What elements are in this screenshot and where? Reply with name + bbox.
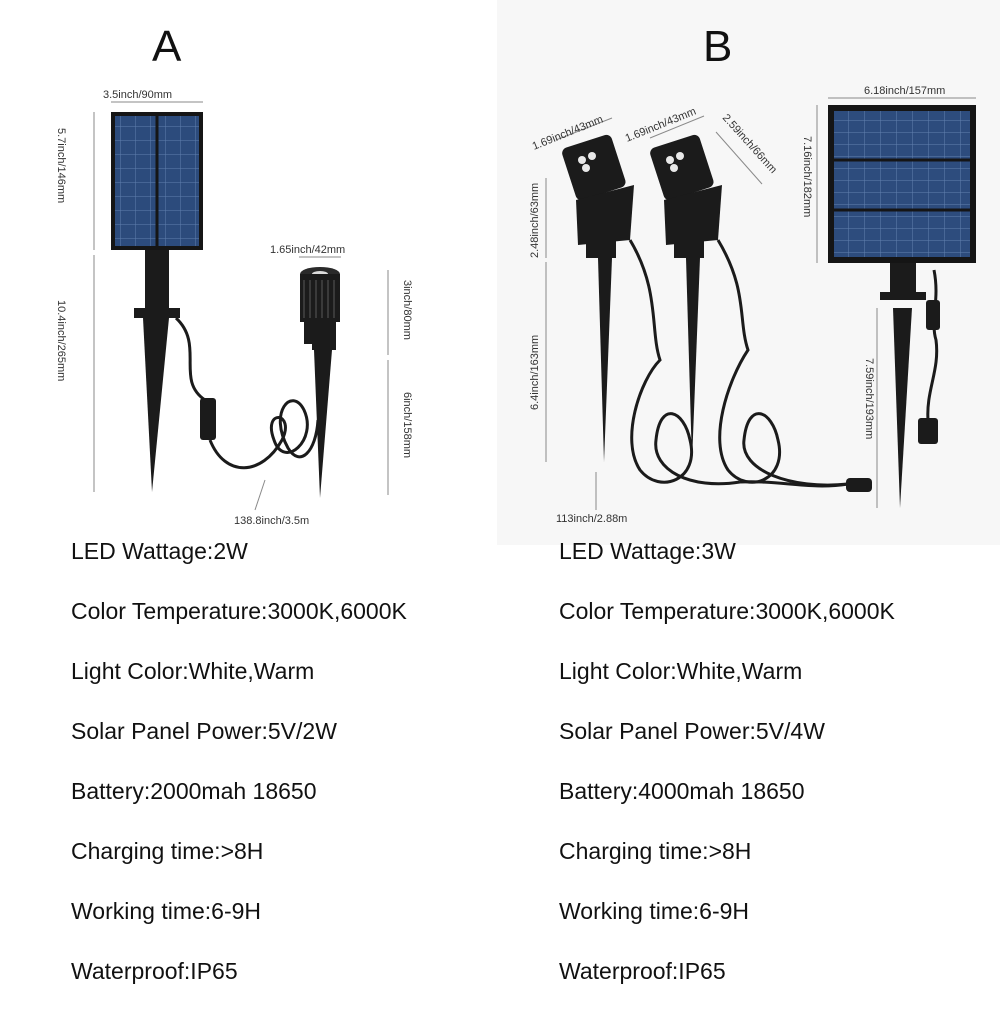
variant-b-lamp-head-height: 2.48inch/63mm (529, 183, 541, 258)
variant-a-lamp-width: 1.65inch/42mm (270, 244, 345, 256)
variant-b-spec-battery: Battery:4000mah 18650 (559, 778, 805, 804)
variant-a-stake-height: 10.4inch/265mm (55, 300, 67, 381)
variant-b-spec-list: LED Wattage:3W Color Temperature:3000K,6… (559, 530, 895, 1010)
variant-a-panel-height: 5.7inch/146mm (55, 128, 67, 203)
variant-b-connector (846, 478, 872, 492)
variant-a-label: A (152, 22, 182, 71)
variant-b-cable-length: 113inch/2.88m (556, 513, 627, 525)
variant-a-cable-length: 138.8inch/3.5m (234, 515, 309, 527)
variant-a-panel-cable (174, 316, 206, 402)
variant-b-panel-stake-height: 7.59inch/193mm (863, 358, 875, 439)
variant-b-lamp-stake-height: 6.4inch/163mm (529, 335, 541, 410)
variant-b-spec-light-color: Light Color:White,Warm (559, 658, 803, 684)
variant-a-spec-list: LED Wattage:2W Color Temperature:3000K,6… (71, 530, 407, 1010)
variant-a-spec-light-color: Light Color:White,Warm (71, 658, 315, 684)
variant-b-spotlight-1 (562, 134, 634, 462)
variant-a-spec-color-temperature: Color Temperature:3000K,6000K (71, 598, 407, 624)
product-illustration: 3.5inch/90mm 5.7inch/146mm 10.4inch/265m… (55, 85, 976, 527)
variant-a-spec-solar-panel-power: Solar Panel Power:5V/2W (71, 718, 337, 744)
variant-b-solar-panel (828, 105, 976, 263)
variant-a-connector (200, 398, 216, 440)
variant-b-background (497, 0, 1000, 545)
variant-a-spec-charging-time: Charging time:>8H (71, 838, 264, 864)
variant-b-spec-waterproof: Waterproof:IP65 (559, 958, 726, 984)
variant-a-spotlight (300, 267, 340, 498)
variant-b-label: B (703, 22, 733, 71)
variant-b-spotlight-2 (650, 134, 722, 462)
variant-a-spec-working-time: Working time:6-9H (71, 898, 262, 924)
variant-a-panel-width: 3.5inch/90mm (103, 89, 172, 101)
variant-b-spec-working-time: Working time:6-9H (559, 898, 750, 924)
variant-a-panel-stake (134, 250, 180, 492)
variant-a-spec-battery: Battery:2000mah 18650 (71, 778, 317, 804)
variant-b-spec-led-wattage: LED Wattage:3W (559, 538, 736, 564)
variant-b-panel-cable (918, 269, 940, 444)
variant-b-spec-charging-time: Charging time:>8H (559, 838, 752, 864)
variant-b-panel-stake (880, 263, 926, 508)
variant-a-solar-panel (111, 112, 203, 250)
variant-a-dimension-lines (93, 101, 389, 511)
variant-a-lamp-stake-height: 6inch/158mm (401, 392, 413, 458)
variant-a-lamp-head-height: 3inch/80mm (401, 280, 413, 340)
variant-b-dimension-lines (545, 97, 976, 510)
variant-b-cables (628, 239, 849, 488)
variant-b-spec-color-temperature: Color Temperature:3000K,6000K (559, 598, 895, 624)
variant-a-spec-waterproof: Waterproof:IP65 (71, 958, 238, 984)
variant-b-panel-height: 7.16inch/182mm (801, 136, 813, 217)
variant-a-coiled-cable (208, 399, 320, 470)
variant-b-panel-width: 6.18inch/157mm (864, 85, 945, 97)
variant-b-spec-solar-panel-power: Solar Panel Power:5V/4W (559, 718, 825, 744)
variant-b-lamp-head-length: 2.59inch/66mm (720, 112, 779, 176)
variant-a-spec-led-wattage: LED Wattage:2W (71, 538, 248, 564)
